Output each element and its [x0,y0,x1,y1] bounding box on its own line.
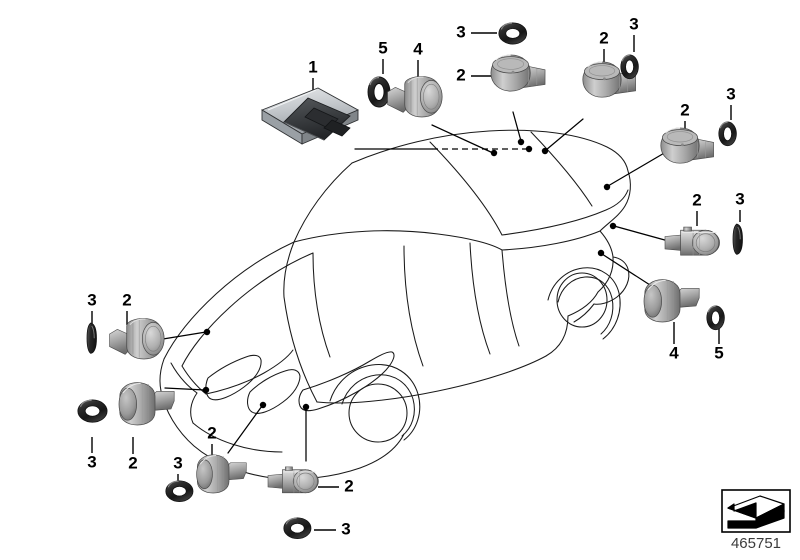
part-oring-top-right [620,54,639,80]
callout-6: 2 [599,28,608,47]
callout-14: 3 [87,290,96,309]
part-sensor-top-middle [490,54,546,92]
part-sensor-bottom-middle [196,454,247,494]
part-oring-top-middle [498,22,528,45]
part-ring-edge-right [732,223,743,255]
callout-20: 2 [344,476,353,495]
callout-numbers: 1 5 4 3 2 2 3 2 3 2 3 4 5 3 2 3 2 2 3 2 … [87,14,744,538]
callout-7: 3 [629,14,638,33]
part-sensor-upper-right [660,127,715,164]
callout-18: 2 [207,423,216,442]
callout-1: 1 [308,57,317,76]
callout-5: 2 [456,65,465,84]
callout-11: 3 [735,189,744,208]
part-oring-bottom [283,517,312,540]
vehicle-outline [159,129,631,480]
part-oring-left-lower [77,399,108,423]
callout-12: 4 [669,343,679,362]
callout-15: 2 [122,290,131,309]
part-number: 465751 [731,535,781,552]
callout-9: 3 [726,84,735,103]
callout-3: 4 [413,39,423,58]
callout-19: 3 [173,453,182,472]
part-ring-seal-top [367,76,391,108]
callout-17: 2 [128,453,137,472]
part-sensor-bottom-right [267,466,319,494]
callout-21: 3 [341,519,350,538]
part-sensor-right-middle [664,226,721,256]
callout-2: 5 [378,38,387,57]
callout-13: 5 [714,343,723,362]
part-sensor-special-right [643,279,700,323]
part-oring-upper-right [718,121,737,147]
footer-block: 465751 [721,489,791,552]
part-sensor-special-top [387,76,443,118]
part-oring-bottom-left [165,480,194,503]
callout-4: 3 [456,22,465,41]
part-ring-seal-right [706,305,725,331]
part-sensor-left-upper [109,318,165,360]
part-ring-edge-left [86,322,97,354]
part-sensor-left-lower [118,382,175,426]
direction-arrow-logo [727,495,785,529]
callout-8: 2 [680,100,689,119]
callout-10: 2 [692,190,701,209]
part-control-module [261,87,359,145]
callout-16: 3 [87,452,96,471]
